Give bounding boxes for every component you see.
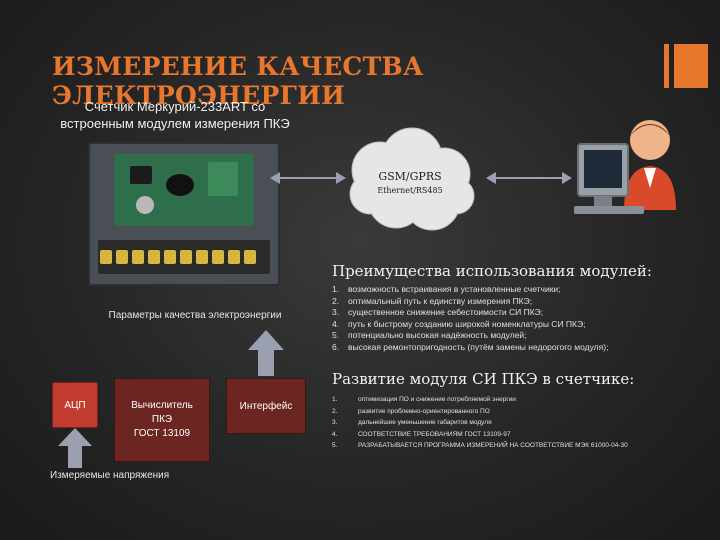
list-item: 1.возможность встраивания в установленны… [332, 284, 712, 296]
decorative-bar-thick [674, 44, 708, 88]
list-item: 2.оптимальный путь к единству измерения … [332, 296, 712, 308]
development-title: Развитие модуля СИ ПКЭ в счетчике: [332, 370, 712, 388]
terminal-block [98, 240, 270, 274]
list-item: 3.существенное снижение себестоимости СИ… [332, 307, 712, 319]
chip [136, 196, 154, 214]
decorative-bar-thin [664, 44, 669, 88]
power-quality-params-label: Параметры качества электроэнергии [80, 310, 310, 321]
interface-block: Интерфейс [226, 378, 306, 434]
double-arrow-right [486, 170, 572, 186]
calculator-line2: ПКЭ [152, 413, 172, 427]
meter-caption: Счетчик Меркурий-233ART со встроенным мо… [40, 98, 310, 132]
adc-block: АЦП [52, 382, 98, 428]
meter-caption-line1: Счетчик Меркурий-233ART со [40, 98, 310, 115]
advantages-list: 1.возможность встраивания в установленны… [332, 284, 712, 353]
chip [208, 162, 238, 196]
calculator-line3: ГОСТ 13109 [134, 427, 190, 441]
user-computer-icon [570, 110, 690, 240]
list-item: 2.развитие проблемно-ориентированного ПО [332, 406, 712, 418]
list-item: 1.оптимизация ПО и снижение потребляемой… [332, 394, 712, 406]
development-list: 1.оптимизация ПО и снижение потребляемой… [332, 394, 712, 452]
list-item: 5.РАЗРАБАТЫВАЕТСЯ ПРОГРАММА ИЗМЕРЕНИЙ НА… [332, 440, 712, 452]
list-item: 5.потенциально высокая надёжность модуле… [332, 330, 712, 342]
list-item: 4.СООТВЕТСТВИЕ ТРЕБОВАНИЯМ ГОСТ 13109-97 [332, 429, 712, 441]
meter-caption-line2: встроенным модулем измерения ПКЭ [40, 115, 310, 132]
calculator-block: Вычислитель ПКЭ ГОСТ 13109 [114, 378, 210, 462]
double-arrow-left [270, 170, 346, 186]
cloud-label-gsm: GSM/GPRS [340, 170, 480, 183]
chip [130, 166, 152, 184]
calculator-line1: Вычислитель [131, 399, 193, 413]
measured-voltages-label: Измеряемые напряжения [50, 470, 200, 481]
list-item: 6.высокая ремонтопригодность (путём заме… [332, 342, 712, 354]
list-item: 3.дальнейшее уменьшение габаритов модуля [332, 417, 712, 429]
cloud-label-ethernet: Ethernet/RS485 [340, 186, 480, 195]
meter-device-image [88, 142, 280, 286]
chip [166, 174, 194, 196]
up-arrow-interface [248, 330, 284, 376]
list-item: 4.путь к быстрому созданию широкой номен… [332, 319, 712, 331]
up-arrow-adc [58, 428, 92, 468]
advantages-title: Преимущества использования модулей: [332, 262, 712, 280]
